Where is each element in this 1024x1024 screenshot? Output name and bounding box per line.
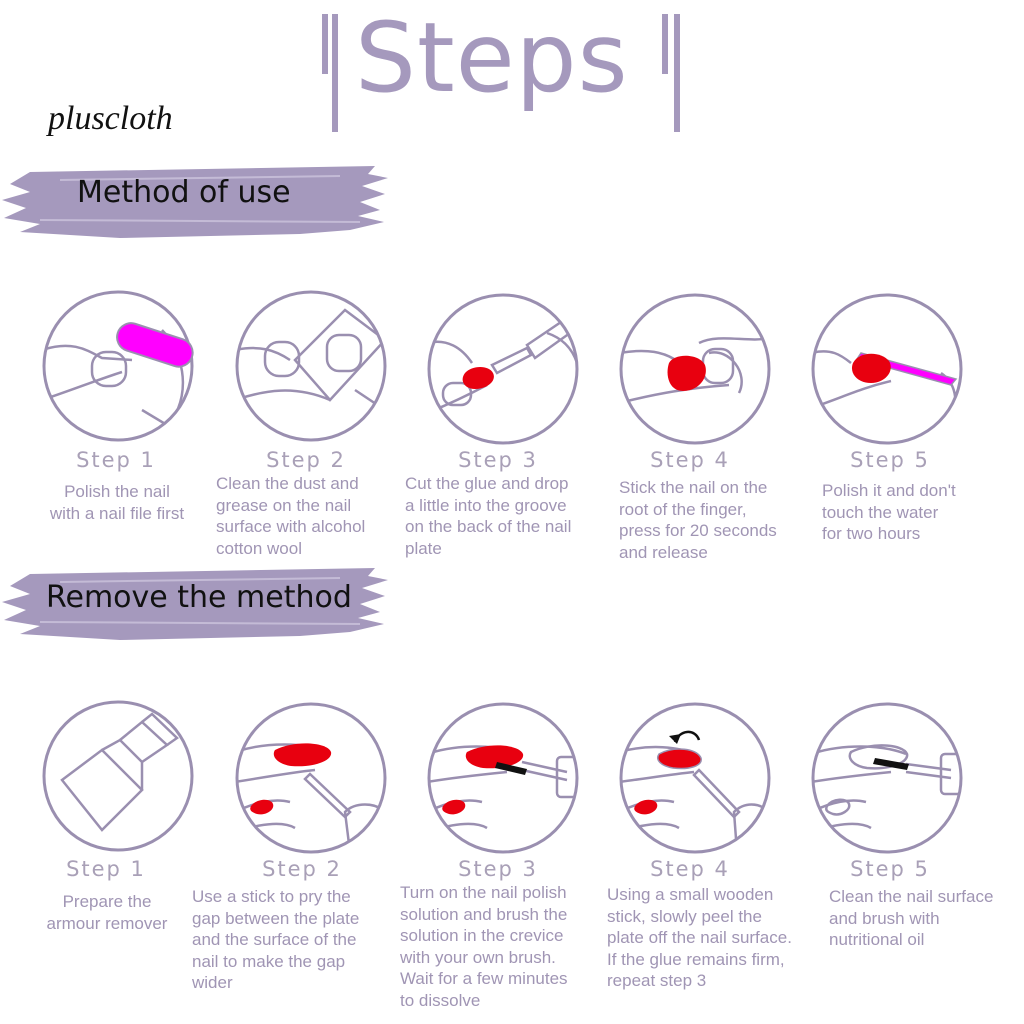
use-step-3-illustration bbox=[427, 293, 579, 445]
use-step-5-label: Step 5 bbox=[850, 448, 930, 472]
page-title: Steps bbox=[355, 2, 629, 114]
use-step-4-label: Step 4 bbox=[650, 448, 730, 472]
remove-step-3-text: Turn on the nail polish solution and bru… bbox=[400, 883, 568, 1010]
remove-step-4-illustration bbox=[619, 702, 771, 854]
use-step-2-label: Step 2 bbox=[266, 448, 346, 472]
banner-brush-use bbox=[2, 166, 388, 238]
title-bar-right-outer bbox=[674, 14, 680, 132]
remove-step-2-illustration bbox=[235, 702, 387, 854]
use-step-3-label: Step 3 bbox=[458, 448, 538, 472]
title-bar-left-outer bbox=[322, 14, 328, 74]
remove-step-3-label: Step 3 bbox=[458, 857, 538, 881]
use-step-2-text: Clean the dust and grease on the nail su… bbox=[216, 474, 366, 558]
remove-step-2-label: Step 2 bbox=[262, 857, 342, 881]
use-step-2-illustration bbox=[235, 290, 387, 442]
remove-step-2-text: Use a stick to pry the gap between the p… bbox=[192, 887, 360, 992]
remove-step-4-text: Using a small wooden stick, slowly peel … bbox=[607, 885, 792, 990]
remove-step-5-text: Clean the nail surface and brush with nu… bbox=[829, 887, 994, 949]
remove-step-5-illustration bbox=[811, 702, 963, 854]
title-bar-left-inner bbox=[332, 14, 338, 132]
section-title-use: Method of use bbox=[77, 175, 291, 210]
remove-step-5-label: Step 5 bbox=[850, 857, 930, 881]
remove-step-1-label: Step 1 bbox=[66, 857, 146, 881]
remove-step-1-text: Prepare the armour remover bbox=[46, 892, 168, 933]
use-step-1-illustration bbox=[42, 290, 194, 442]
banner-brush-remove bbox=[2, 568, 388, 640]
remove-step-1-illustration bbox=[42, 700, 194, 852]
use-step-1-label: Step 1 bbox=[76, 448, 156, 472]
use-step-4-illustration bbox=[619, 293, 771, 445]
use-step-5-text: Polish it and don't touch the water for … bbox=[822, 481, 956, 543]
use-step-1-text: Polish the nail with a nail file first bbox=[49, 482, 185, 523]
remove-step-4-label: Step 4 bbox=[650, 857, 730, 881]
brand-logo-text: pluscloth bbox=[48, 100, 173, 137]
use-step-5-illustration bbox=[811, 293, 963, 445]
remove-step-3-illustration bbox=[427, 702, 579, 854]
use-step-4-text: Stick the nail on the root of the finger… bbox=[619, 478, 777, 562]
use-step-3-text: Cut the glue and drop a little into the … bbox=[405, 474, 572, 558]
title-bar-right-inner bbox=[662, 14, 668, 74]
section-title-remove: Remove the method bbox=[46, 580, 352, 615]
